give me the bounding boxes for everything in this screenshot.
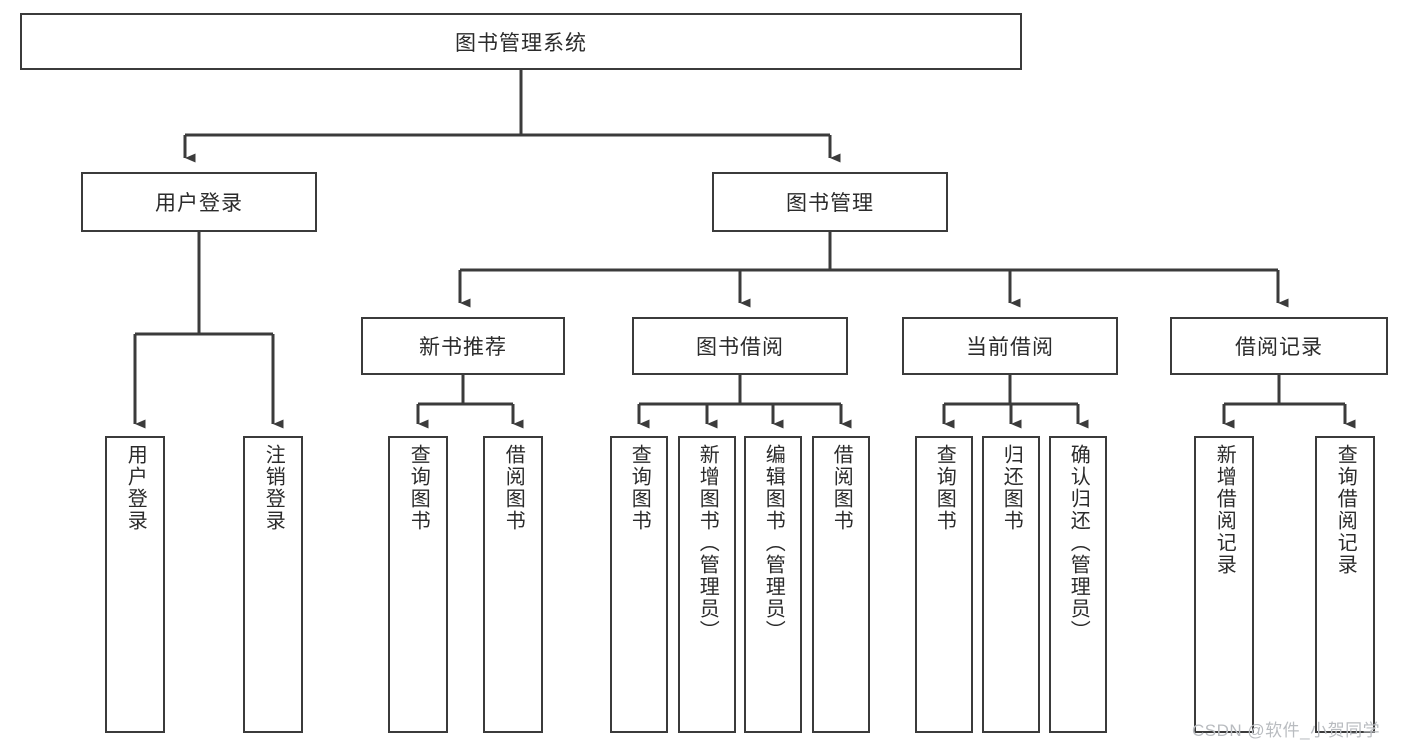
leaf-add-record[interactable]: 新增借阅记录 bbox=[1194, 436, 1254, 733]
leaf-borrow-book-1[interactable]: 借阅图书 bbox=[483, 436, 543, 733]
leaf-logout[interactable]: 注销登录 bbox=[243, 436, 303, 733]
leaf-query-book-1[interactable]: 查询图书 bbox=[388, 436, 448, 733]
node-user-login-label: 用户登录 bbox=[155, 192, 243, 215]
node-new-book-rec-label: 新书推荐 bbox=[419, 336, 507, 359]
leaf-return-book-label: 归还图书 bbox=[1000, 444, 1023, 532]
watermark: CSDN @软件_小贺同学 bbox=[1192, 721, 1381, 740]
node-root-label: 图书管理系统 bbox=[455, 31, 587, 55]
node-book-manage[interactable]: 图书管理 bbox=[712, 172, 948, 232]
node-user-login[interactable]: 用户登录 bbox=[81, 172, 317, 232]
leaf-query-book-3[interactable]: 查询图书 bbox=[915, 436, 973, 733]
leaf-add-record-label: 新增借阅记录 bbox=[1213, 444, 1236, 576]
leaf-confirm-return[interactable]: 确认归还（管理员） bbox=[1049, 436, 1107, 733]
leaf-query-book-1-label: 查询图书 bbox=[407, 444, 430, 532]
leaf-edit-book-label: 编辑图书（管理员） bbox=[762, 444, 785, 642]
leaf-query-record-label: 查询借阅记录 bbox=[1334, 444, 1357, 576]
node-current-borrow[interactable]: 当前借阅 bbox=[902, 317, 1118, 375]
leaf-user-login-label: 用户登录 bbox=[124, 444, 147, 532]
leaf-add-book[interactable]: 新增图书（管理员） bbox=[678, 436, 736, 733]
node-current-borrow-label: 当前借阅 bbox=[966, 336, 1054, 359]
leaf-borrow-book-2-label: 借阅图书 bbox=[830, 444, 853, 532]
node-book-borrow-label: 图书借阅 bbox=[696, 336, 784, 359]
leaf-user-login[interactable]: 用户登录 bbox=[105, 436, 165, 733]
leaf-query-book-2-label: 查询图书 bbox=[628, 444, 651, 532]
leaf-edit-book[interactable]: 编辑图书（管理员） bbox=[744, 436, 802, 733]
node-new-book-rec[interactable]: 新书推荐 bbox=[361, 317, 565, 375]
node-root[interactable]: 图书管理系统 bbox=[20, 13, 1022, 70]
leaf-borrow-book-1-label: 借阅图书 bbox=[502, 444, 525, 532]
node-borrow-record[interactable]: 借阅记录 bbox=[1170, 317, 1388, 375]
leaf-return-book[interactable]: 归还图书 bbox=[982, 436, 1040, 733]
leaf-query-record[interactable]: 查询借阅记录 bbox=[1315, 436, 1375, 733]
leaf-borrow-book-2[interactable]: 借阅图书 bbox=[812, 436, 870, 733]
leaf-query-book-2[interactable]: 查询图书 bbox=[610, 436, 668, 733]
leaf-logout-label: 注销登录 bbox=[262, 444, 285, 532]
leaf-query-book-3-label: 查询图书 bbox=[933, 444, 956, 532]
node-book-borrow[interactable]: 图书借阅 bbox=[632, 317, 848, 375]
node-book-manage-label: 图书管理 bbox=[786, 192, 874, 215]
leaf-confirm-return-label: 确认归还（管理员） bbox=[1067, 444, 1090, 642]
leaf-add-book-label: 新增图书（管理员） bbox=[696, 444, 719, 642]
node-borrow-record-label: 借阅记录 bbox=[1235, 336, 1323, 359]
